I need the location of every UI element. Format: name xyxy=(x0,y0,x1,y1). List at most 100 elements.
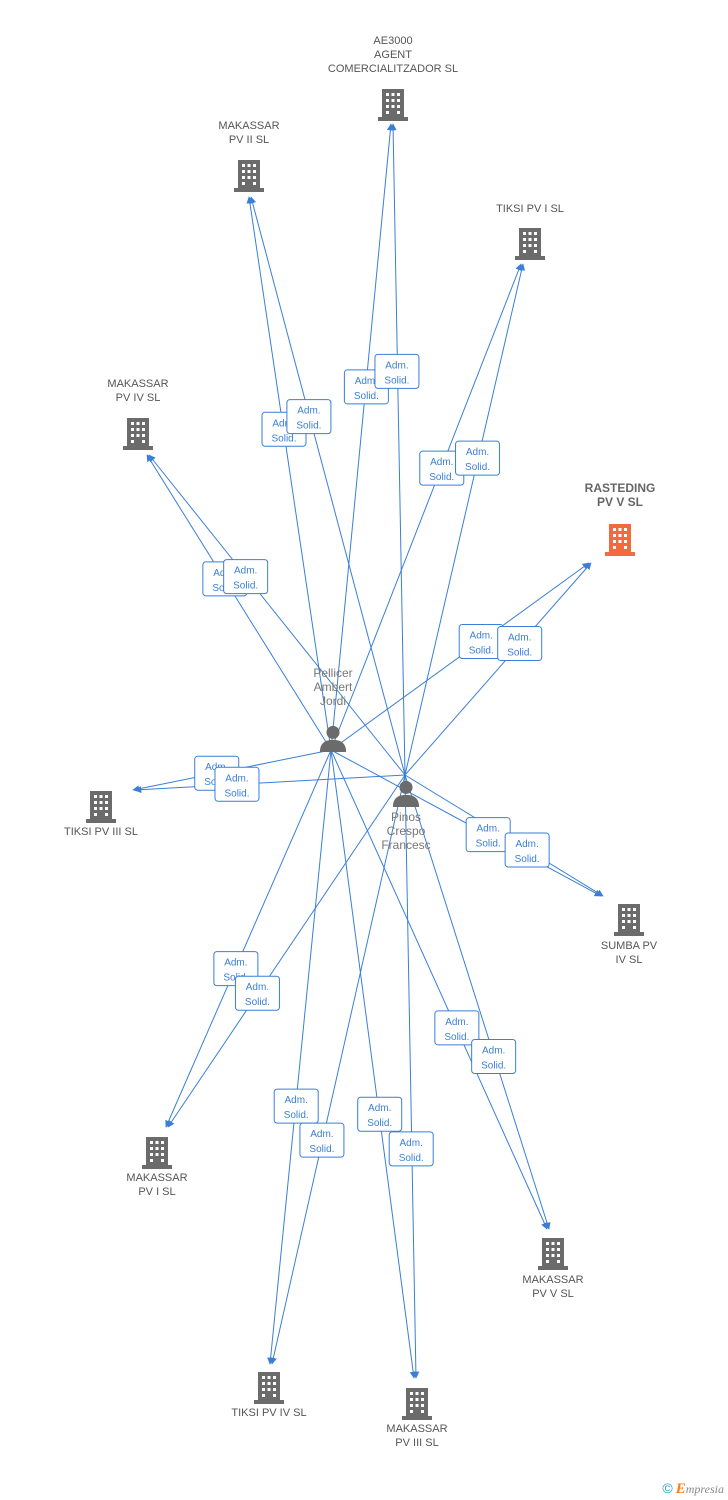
company-node-tiksi4[interactable]: TIKSI PV IV SL xyxy=(231,1372,307,1419)
company-name: MAKASSAR xyxy=(107,378,168,390)
relation-label-text: Solid. xyxy=(515,854,540,865)
company-name: MAKASSAR xyxy=(218,120,279,132)
person-name: Crespo xyxy=(387,824,426,838)
building-icon xyxy=(378,89,408,121)
relation-label-text: Adm. xyxy=(515,839,538,850)
edge-pinos-makassar3 xyxy=(404,774,420,1379)
company-node-tiksi3[interactable]: TIKSI PV III SL xyxy=(64,791,138,838)
company-name: AGENT xyxy=(374,49,412,61)
brand-logo-initial: E xyxy=(675,1481,686,1497)
company-name: COMERCIALITZADOR SL xyxy=(328,63,458,75)
relation-label-text: Solid. xyxy=(367,1118,392,1129)
relation-label-pinos-makassar1[interactable]: Adm.Solid. xyxy=(234,975,280,1011)
relation-label-text: Adm. xyxy=(470,631,493,642)
person-name: Pinos xyxy=(391,810,421,824)
building-icon xyxy=(254,1372,284,1404)
relation-label-pinos-tiksi1[interactable]: Adm.Solid. xyxy=(455,440,501,476)
building-icon xyxy=(515,228,545,260)
relation-label-text: Adm. xyxy=(385,360,408,371)
building-icon xyxy=(123,418,153,450)
company-name: TIKSI PV III SL xyxy=(64,826,138,838)
edges-layer xyxy=(132,123,604,1379)
relation-label-text: Solid. xyxy=(481,1060,506,1071)
edge-pinos-makassar5 xyxy=(404,774,551,1230)
relation-label-text: Adm. xyxy=(225,773,248,784)
relation-label-pellicer-makassar5[interactable]: Adm.Solid. xyxy=(434,1010,480,1046)
relation-label-box xyxy=(471,1038,517,1074)
company-name: MAKASSAR xyxy=(386,1423,447,1435)
relation-label-pinos-sumba[interactable]: Adm. Solid. xyxy=(504,832,550,868)
relation-label-box xyxy=(223,559,269,595)
relation-label-box xyxy=(273,1088,319,1124)
company-name: PV I SL xyxy=(138,1186,175,1198)
relation-label-box xyxy=(374,353,420,389)
company-name: SUMBA PV xyxy=(601,940,658,952)
relation-label-text: Adm. xyxy=(482,1045,505,1056)
relation-label-box xyxy=(286,399,332,435)
building-icon xyxy=(402,1388,432,1420)
relation-label-text: Solid. xyxy=(284,1110,309,1121)
edge-pellicer-makassar1 xyxy=(165,749,332,1128)
relation-label-box xyxy=(455,440,501,476)
edge-pellicer-tiksi4 xyxy=(267,749,332,1365)
relation-label-pinos-ae3000[interactable]: Adm.Solid. xyxy=(374,353,420,389)
relation-label-box xyxy=(214,766,260,802)
relation-label-box xyxy=(388,1131,434,1167)
edge-pinos-tiksi3 xyxy=(134,774,406,794)
company-name: PV III SL xyxy=(395,1437,438,1449)
company-name: RASTEDING xyxy=(585,481,656,495)
relation-label-text: Adm. xyxy=(224,958,247,969)
relation-label-pinos-makassar4[interactable]: Adm.Solid. xyxy=(223,559,269,595)
relation-label-text: Solid. xyxy=(429,472,454,483)
relation-label-pinos-makassar3[interactable]: Adm.Solid. xyxy=(388,1131,434,1167)
relation-label-pinos-makassar5[interactable]: Adm. Solid. xyxy=(471,1038,517,1074)
relation-label-pinos-tiksi3[interactable]: Adm. Solid. xyxy=(214,766,260,802)
relation-label-pinos-rasteding[interactable]: Adm.Solid. xyxy=(497,626,543,662)
relation-label-text: Solid. xyxy=(465,462,490,473)
relation-label-text: Solid. xyxy=(354,391,379,402)
copyright-icon: © xyxy=(662,1480,673,1496)
relation-label-box xyxy=(497,626,543,662)
edge-pinos-tiksi4 xyxy=(269,774,406,1365)
relation-label-box xyxy=(434,1010,480,1046)
relation-label-pellicer-rasteding[interactable]: Adm.Solid. xyxy=(458,624,504,660)
company-node-makassar5[interactable]: MAKASSAR PV V SL xyxy=(522,1238,584,1300)
edge-pellicer-tiksi1 xyxy=(330,263,522,751)
person-name: Pellicer xyxy=(313,666,352,680)
relation-label-pellicer-tiksi4[interactable]: Adm.Solid. xyxy=(273,1088,319,1124)
company-node-makassar3[interactable]: MAKASSAR PV III SL xyxy=(386,1388,448,1449)
relation-label-box xyxy=(504,832,550,868)
edge-pinos-rasteding xyxy=(404,562,592,776)
relation-label-text: Adm. xyxy=(445,1017,468,1028)
relation-label-text: Adm. xyxy=(297,406,320,417)
relation-label-text: Solid. xyxy=(309,1144,334,1155)
relation-label-pellicer-tiksi1[interactable]: Adm. Solid. xyxy=(419,450,465,486)
edge-pinos-ae3000 xyxy=(389,123,406,776)
building-icon xyxy=(605,524,635,556)
building-icon xyxy=(234,160,264,192)
relation-label-text: Solid. xyxy=(233,581,258,592)
relation-label-text: Adm. xyxy=(430,457,453,468)
person-name: Ambert xyxy=(314,680,353,694)
relation-label-pinos-tiksi4[interactable]: Adm.Solid. xyxy=(299,1122,345,1158)
building-icon xyxy=(538,1238,568,1270)
relation-label-pellicer-sumba[interactable]: Adm.Solid. xyxy=(465,817,511,853)
relation-label-pinos-makassar2[interactable]: Adm.Solid. xyxy=(286,399,332,435)
relation-label-pellicer-makassar3[interactable]: Adm.Solid. xyxy=(357,1096,403,1132)
company-node-tiksi1[interactable]: TIKSI PV I SL xyxy=(496,203,564,260)
relation-label-text: Solid. xyxy=(224,788,249,799)
company-name: PV V SL xyxy=(532,1288,574,1300)
relation-label-text: Adm. xyxy=(400,1138,423,1149)
company-name: MAKASSAR xyxy=(522,1274,583,1286)
company-name: AE3000 xyxy=(373,35,412,47)
